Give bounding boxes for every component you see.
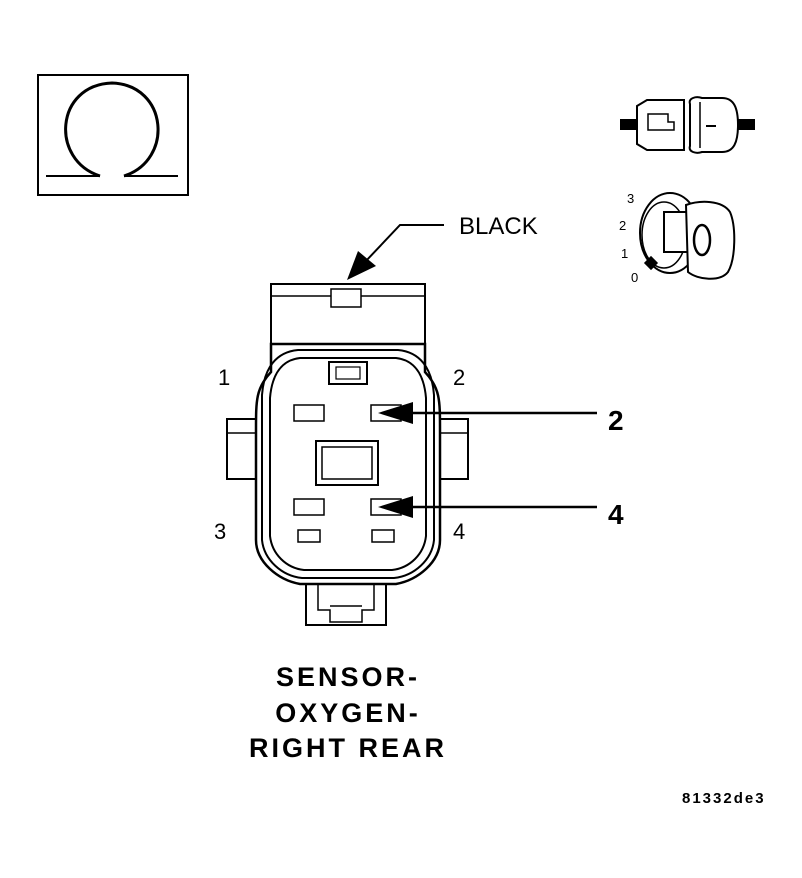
cavity-label-4: 4 <box>453 519 465 544</box>
ignition-position-2: 2 <box>619 218 626 233</box>
title-line-1: SENSOR- <box>276 662 420 692</box>
cavity-label-3: 3 <box>214 519 226 544</box>
ohmmeter-icon <box>37 74 189 196</box>
ignition-key-icon: 3 2 1 0 <box>619 191 736 285</box>
callout-arrow-4 <box>378 496 597 518</box>
disconnected-connector-icon <box>620 96 755 154</box>
callout-label-2: 2 <box>608 405 624 436</box>
connector-face <box>226 283 469 626</box>
cavity-3 <box>293 498 325 516</box>
callout-arrow-2 <box>378 402 597 424</box>
ignition-position-1: 1 <box>621 246 628 261</box>
figure-code: 81332de3 <box>682 790 766 807</box>
cavity-1 <box>293 404 325 422</box>
title-line-2: OXYGEN- <box>275 698 421 728</box>
ignition-position-3: 3 <box>627 191 634 206</box>
ignition-position-0: 0 <box>631 270 638 285</box>
connector-color-label: BLACK <box>459 213 538 240</box>
cavity-label-2: 2 <box>453 365 465 390</box>
title-line-3: RIGHT REAR <box>249 733 447 763</box>
callout-label-4: 4 <box>608 499 624 530</box>
cavity-label-1: 1 <box>218 365 230 390</box>
